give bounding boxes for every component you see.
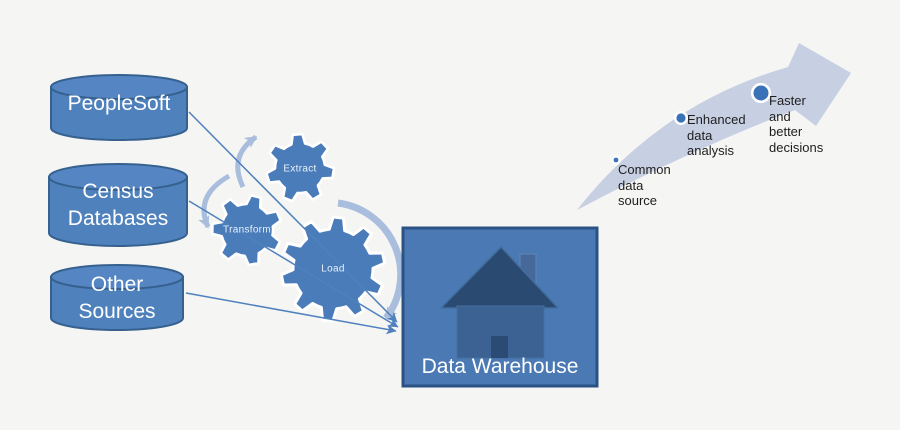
- gear-icon-load: [279, 215, 387, 323]
- database-cylinder-peoplesoft: [50, 74, 188, 141]
- data-warehouse-box: [401, 226, 599, 388]
- database-cylinder-census: [48, 163, 188, 247]
- load-cycle-arrow-icon: [337, 199, 405, 321]
- flow-arrow-census: [188, 200, 399, 328]
- curved-arrow-down-icon: [198, 173, 231, 229]
- flow-arrow-other: [185, 292, 397, 335]
- curved-arrow-up-icon: [235, 134, 258, 189]
- gear-icon-extract: [265, 132, 336, 203]
- swoosh-arrow-icon: [577, 43, 851, 210]
- milestone-dot-faster: [750, 82, 772, 104]
- flow-arrow-peoplesoft: [188, 111, 398, 323]
- database-cylinder-other: [50, 264, 184, 331]
- house-icon: [440, 246, 559, 359]
- milestone-dot-common: [611, 155, 621, 165]
- gear-icon-transform: [210, 193, 282, 267]
- milestone-dot-enhanced: [674, 110, 689, 125]
